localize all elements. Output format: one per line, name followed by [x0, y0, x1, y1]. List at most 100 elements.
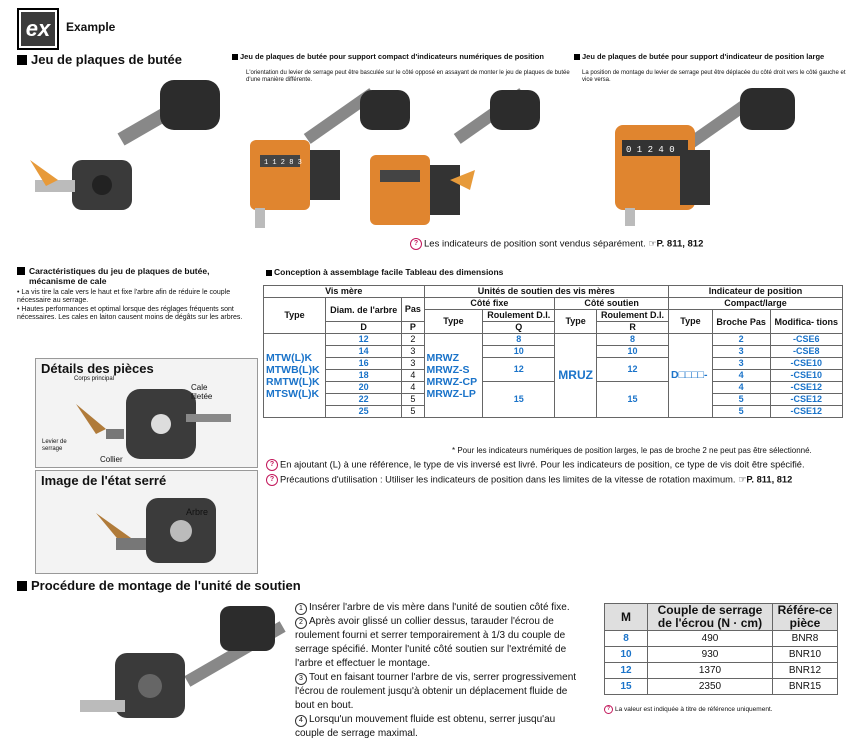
fixed-di-cell: 10 — [482, 345, 556, 358]
book-pointer-icon: ☞ — [648, 238, 657, 249]
diam-cell: 16 — [325, 357, 403, 370]
features-title: Caractéristiques du jeu de plaques de bu… — [29, 266, 210, 286]
torque-col-ref: Référe-ce pièce — [772, 603, 838, 631]
torque-col-couple: Couple de serrage de l'écrou (N · cm) — [647, 603, 773, 631]
diam-cell: 18 — [325, 369, 403, 382]
col-broche: Broche Pas — [711, 309, 771, 334]
caution-icon: ? — [266, 459, 278, 471]
col-type: Type — [262, 297, 327, 334]
svg-text:1 1 2 8 3: 1 1 2 8 3 — [264, 159, 302, 167]
compact-desc: L'orientation du levier de serrage peut … — [246, 70, 570, 84]
label-lever: Levier de serrage — [42, 439, 67, 453]
large-indicator-image: 0 1 2 4 0 — [615, 88, 795, 226]
caution-icon: ? — [410, 238, 422, 250]
table-row: 16 3 12 12 3 -CSE10 — [264, 357, 843, 382]
dimension-table: Vis mère Unités de soutien des vis mères… — [262, 285, 843, 418]
example-label: Example — [66, 20, 116, 34]
diam-cell: 25 — [325, 405, 403, 418]
reverse-note: ?En ajoutant (L) à une référence, le typ… — [266, 459, 846, 471]
table-row: 20 4 15 15 4 -CSE12 — [264, 381, 843, 418]
group-indicator: Indicateur de position — [668, 285, 843, 298]
compact-indicator-image: 1 1 2 8 3 — [250, 88, 540, 228]
torque-col-m: M — [604, 603, 648, 631]
letter-r: R — [596, 321, 670, 334]
section-title-large: Jeu de plaques de butée pour support d'i… — [574, 52, 824, 61]
label-wedge: Cale filetée — [191, 383, 213, 401]
letter-d: D — [325, 321, 403, 334]
col-pas: Pas — [401, 297, 425, 322]
indicator-type-cell: D□□□□- — [668, 333, 713, 418]
stop-plate-image — [30, 80, 220, 210]
section-title-compact: Jeu de plaques de butée pour support com… — [232, 52, 544, 61]
table-row: 25 5 5 -CSE12 — [264, 405, 843, 418]
broche-cell: 2 — [711, 333, 771, 346]
pas-cell: 4 — [401, 369, 425, 382]
table-title: Conception à assemblage facile Tableau d… — [266, 267, 503, 277]
features-block: Caractéristiques du jeu de plaques de bu… — [17, 266, 257, 323]
pas-cell: 5 — [401, 405, 425, 418]
pas-cell: 2 — [401, 333, 425, 346]
large-desc: La position de montage du levier de serr… — [582, 70, 846, 84]
modif-cell: -CSE12 — [769, 393, 843, 406]
sub-fixed: Côté fixe — [423, 297, 556, 310]
sold-separately-note: ?Les indicateurs de position sont vendus… — [410, 238, 703, 250]
modif-cell: -CSE10 — [769, 369, 843, 382]
sub-support: Côté soutien — [554, 297, 670, 310]
parts-detail-box: Détails des pièces Corps principal Cale … — [35, 358, 258, 468]
col-modif: Modifica- tions — [769, 309, 843, 334]
broche-cell: 4 — [711, 381, 771, 394]
table-row: 22 5 5 -CSE12 — [264, 393, 843, 406]
caution-icon: ? — [604, 705, 613, 714]
col-diam: Diam. de l'arbre — [325, 297, 403, 322]
diam-cell: 22 — [325, 393, 403, 406]
diam-cell: 14 — [325, 345, 403, 358]
svg-text:0 1 2 4 0: 0 1 2 4 0 — [626, 145, 675, 155]
broche-cell: 4 — [711, 369, 771, 382]
pas-cell: 3 — [401, 345, 425, 358]
col-roul-fixed: Roulement D.I. — [482, 309, 556, 322]
col-roul-support: Roulement D.I. — [596, 309, 670, 322]
group-support-units: Unités de soutien des vis mères — [423, 285, 670, 298]
pas-cell: 4 — [401, 381, 425, 394]
modif-cell: -CSE12 — [769, 405, 843, 418]
col-type-fixed: Type — [423, 309, 484, 334]
fixed-di-cell: 12 — [482, 357, 556, 382]
modif-cell: -CSE10 — [769, 357, 843, 370]
parts-image — [76, 389, 231, 459]
broche-cell: 3 — [711, 357, 771, 370]
ex-logo: ex — [17, 8, 59, 50]
support-di-cell: 12 — [596, 357, 670, 382]
letter-p: P — [401, 321, 425, 334]
modif-cell: -CSE8 — [769, 345, 843, 358]
broche-cell: 3 — [711, 345, 771, 358]
section-title-stop-plate: Jeu de plaques de butée — [17, 52, 182, 67]
pas-cell: 5 — [401, 393, 425, 406]
support-di-cell: 10 — [596, 345, 670, 358]
feature-item: • La vis tire la cale vers le haut et fi… — [17, 289, 231, 305]
table-row: 14 3 10 10 3 -CSE8 — [264, 345, 843, 358]
diam-cell: 20 — [325, 381, 403, 394]
support-type-cell: MRUZ — [554, 333, 598, 418]
broche-cell: 5 — [711, 393, 771, 406]
precaution-note: ?Précautions d'utilisation : Utiliser le… — [266, 474, 846, 486]
torque-table: M Couple de serrage de l'écrou (N · cm) … — [604, 603, 838, 695]
label-shaft: Arbre — [186, 507, 209, 517]
modif-cell: -CSE6 — [769, 333, 843, 346]
caution-icon: ? — [266, 474, 278, 486]
sub-compact: Compact/large — [668, 297, 843, 310]
parts-detail-title: Détails des pièces — [41, 361, 154, 376]
fixed-di-cell: 8 — [482, 333, 556, 346]
broche-cell: 5 — [711, 405, 771, 418]
book-pointer-icon: ☞ — [738, 474, 747, 485]
letter-q: Q — [482, 321, 556, 334]
diam-cell: 12 — [325, 333, 403, 346]
col-type-support: Type — [554, 309, 598, 334]
